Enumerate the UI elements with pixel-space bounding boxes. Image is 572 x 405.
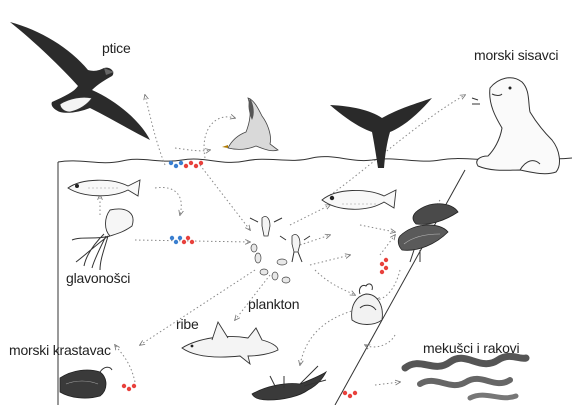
lanternfish-icon [322,190,396,209]
lanternfish-icon [68,180,140,196]
worm-icon [405,356,526,398]
label-cephalopods: glavonošci [66,270,130,286]
anemone-icon [352,284,383,325]
gull-icon [222,98,278,151]
squid-icon [72,209,133,270]
label-fish: ribe [176,316,199,332]
whale-tail-icon [330,98,432,168]
sea-cucumber-icon [60,367,112,398]
label-plankton: plankton [248,296,299,312]
label-birds: ptice [102,40,131,56]
mussel-icon [398,204,458,262]
sea-lion-icon [472,78,559,174]
label-sea-cucumber: morski krastavac [9,342,111,358]
label-molluscs-crustaceans: mekušci i rakovi [423,340,519,356]
lobster-icon [252,366,326,400]
label-marine-mammals: morski sisavci [474,47,558,63]
plankton-icon [250,216,310,283]
